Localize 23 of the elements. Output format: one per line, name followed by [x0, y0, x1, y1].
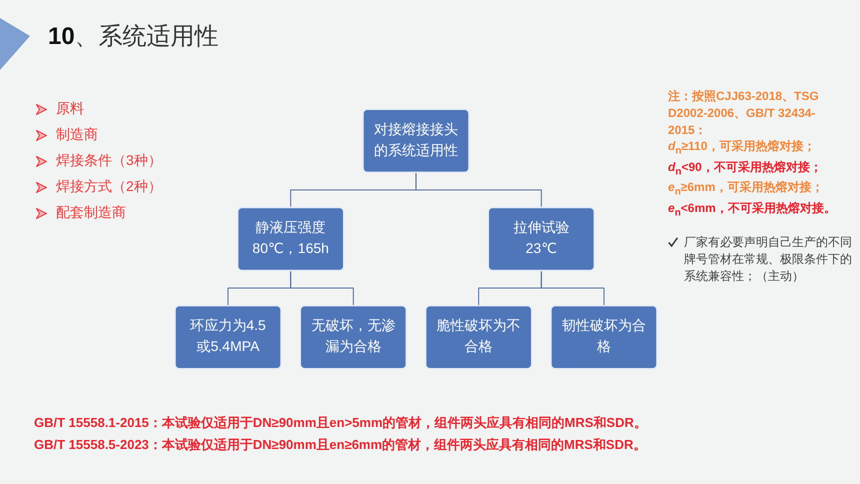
bullet-item: 原料 [56, 100, 84, 118]
process-box: 无破坏，无渗漏为合格 [300, 304, 408, 370]
connector-line [540, 270, 604, 306]
process-box: 静液压强度80℃，165h [237, 206, 344, 272]
note-text: e$_{n}$≥6mm，可采用热熔对接； [668, 179, 824, 200]
bullet-item: 配套制造商 [56, 204, 126, 222]
process-box: 环应力为4.5或5.4MPA [174, 304, 282, 370]
bullet-item: 焊接方式（2种） [56, 178, 162, 196]
footnote-text: GB/T 15558.1-2015：本试验仅适用于DN≥90mm且en>5mm的管材，组件两头应具有相同的MRS和SDR。 [34, 414, 648, 432]
process-box: 韧性破坏为合格 [550, 304, 658, 370]
connector-line [290, 270, 354, 306]
note-text: d$_{n}$<90，不可采用热熔对接； [668, 158, 823, 180]
connector-line [416, 172, 542, 208]
process-box: 拉伸试验23℃ [488, 206, 595, 272]
slide-title: 10、系统适用性 [48, 22, 219, 52]
note-text: 厂家有必要声明自己生产的不同牌号管材在常规、极限条件下的系统兼容性；（主动） [684, 234, 853, 284]
note-text: e$_{n}$<6mm，不可采用热熔对接。 [668, 200, 837, 220]
bullet-item: 焊接条件（3种） [56, 152, 162, 170]
bullet-item: 制造商 [56, 126, 98, 144]
process-box: 对接熔接接头的系统适用性 [362, 108, 470, 174]
note-text: d$_{n}$≥110，可采用热熔对接； [668, 138, 816, 159]
footnote-text: GB/T 15558.5-2023：本试验仅适用于DN≥90mm且en≥6mm的管材，组件两头应具有相同的MRS和SDR。 [34, 436, 648, 454]
process-box: 脆性破坏为不合格 [424, 304, 532, 370]
